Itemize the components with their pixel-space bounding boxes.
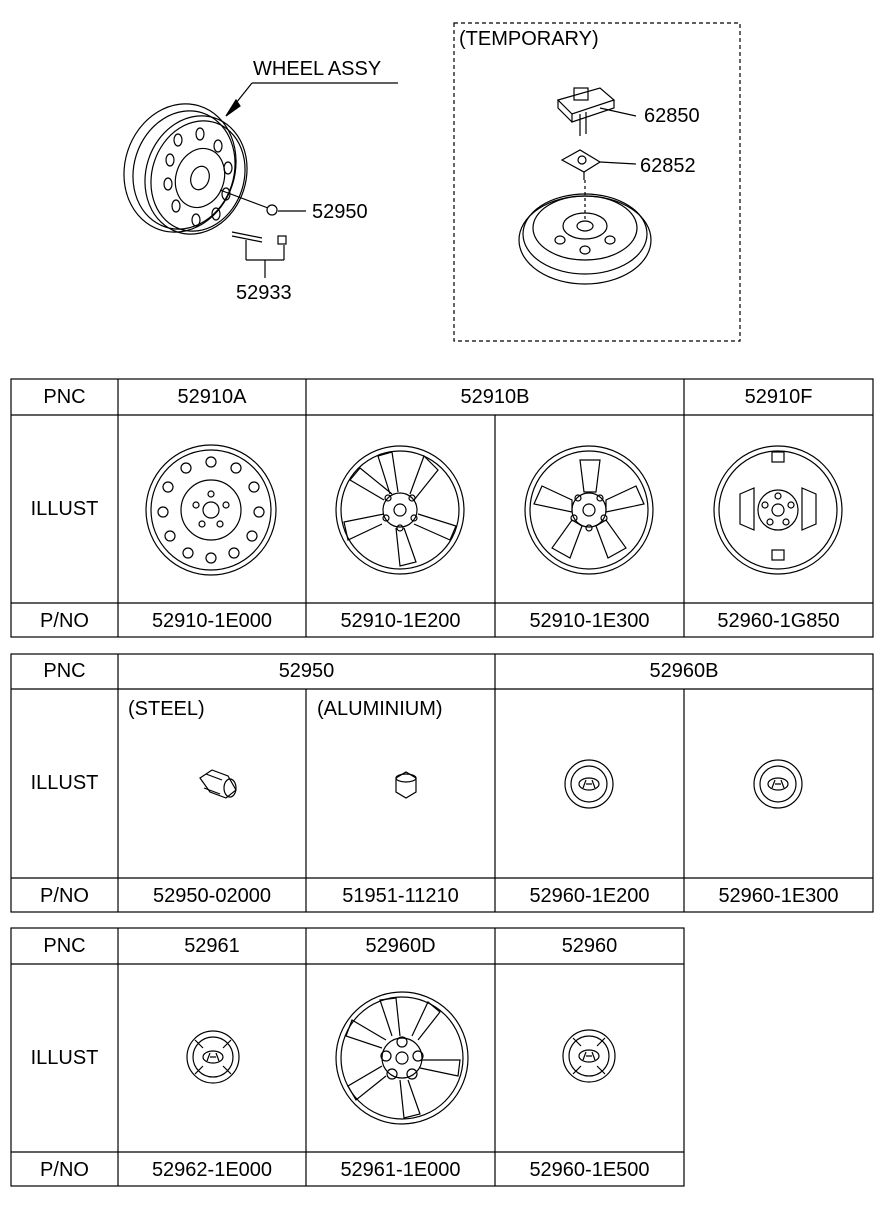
t3-pnc-52960d: 52960D	[365, 935, 436, 957]
t2-pno-0: 52950-02000	[153, 885, 271, 907]
t3-illust-header: ILLUST	[30, 1047, 99, 1069]
callout-62850: 62850	[644, 105, 700, 127]
table3-grid	[10, 927, 685, 1187]
t2-pno-1: 51951-11210	[342, 885, 459, 907]
t3-pnc-52960: 52960	[561, 935, 618, 957]
temporary-wheel-drawing	[518, 180, 652, 285]
hub-cap-1e300	[753, 759, 803, 809]
t2-sub-aluminium: (ALUMINIUM)	[317, 698, 443, 720]
t3-pno-1: 52961-1E000	[340, 1159, 461, 1181]
callout-52933: 52933	[236, 282, 292, 304]
t3-pno-2: 52960-1E500	[529, 1159, 650, 1181]
t3-pnc-52961: 52961	[184, 935, 240, 957]
t1-pnc-header: PNC	[43, 386, 86, 408]
t1-illust-header: ILLUST	[30, 498, 99, 520]
wheel-assy-drawing	[123, 103, 287, 245]
t2-pno-2: 52960-1E200	[529, 885, 650, 907]
t2-pnc-52950: 52950	[278, 660, 335, 682]
steel-wheel-52910a	[145, 444, 277, 576]
temporary-box	[453, 22, 741, 342]
alloy-wheel-1e200	[335, 445, 465, 575]
wheel-assy-label: WHEEL ASSY	[253, 58, 382, 80]
t3-pno-0: 52962-1E000	[151, 1159, 273, 1181]
t2-pno-3: 52960-1E300	[718, 885, 839, 907]
t1-pno-0: 52910-1E000	[151, 610, 273, 632]
steel-nut-drawing	[199, 769, 237, 799]
t1-pnc-52910b: 52910B	[460, 386, 530, 408]
t2-pnc-header: PNC	[43, 660, 86, 682]
t1-pno-2: 52910-1E300	[529, 610, 650, 632]
t2-pnc-52960b: 52960B	[649, 660, 719, 682]
table1-grid	[10, 378, 874, 638]
t1-pno-3: 52960-1G850	[717, 610, 840, 632]
t1-pnc-52910f: 52910F	[744, 386, 813, 408]
t3-pnc-header: PNC	[43, 935, 86, 957]
hub-cap-1e200	[564, 759, 614, 809]
t2-illust-header: ILLUST	[30, 772, 99, 794]
alloy-wheel-1e300	[524, 445, 654, 575]
table2-grid	[10, 653, 874, 913]
callout-52950: 52950	[312, 201, 368, 223]
center-cap-52962	[186, 1030, 240, 1084]
t1-pnc-52910a: 52910A	[177, 386, 247, 408]
jack-drawing	[556, 87, 637, 136]
callout-62852: 62852	[640, 155, 696, 177]
wheel-cover-52961	[335, 991, 469, 1125]
t1-pno-1: 52910-1E200	[340, 610, 461, 632]
jack-handle-drawing	[560, 149, 637, 180]
aluminium-nut-drawing	[395, 771, 417, 799]
t2-pno-header: P/NO	[40, 885, 89, 907]
steel-wheel-1g850	[713, 445, 843, 575]
t2-sub-steel: (STEEL)	[128, 698, 205, 720]
center-cap-52960	[562, 1029, 616, 1083]
t1-pno-header: P/NO	[40, 610, 89, 632]
temporary-label: (TEMPORARY)	[459, 28, 599, 50]
t3-pno-header: P/NO	[40, 1159, 89, 1181]
